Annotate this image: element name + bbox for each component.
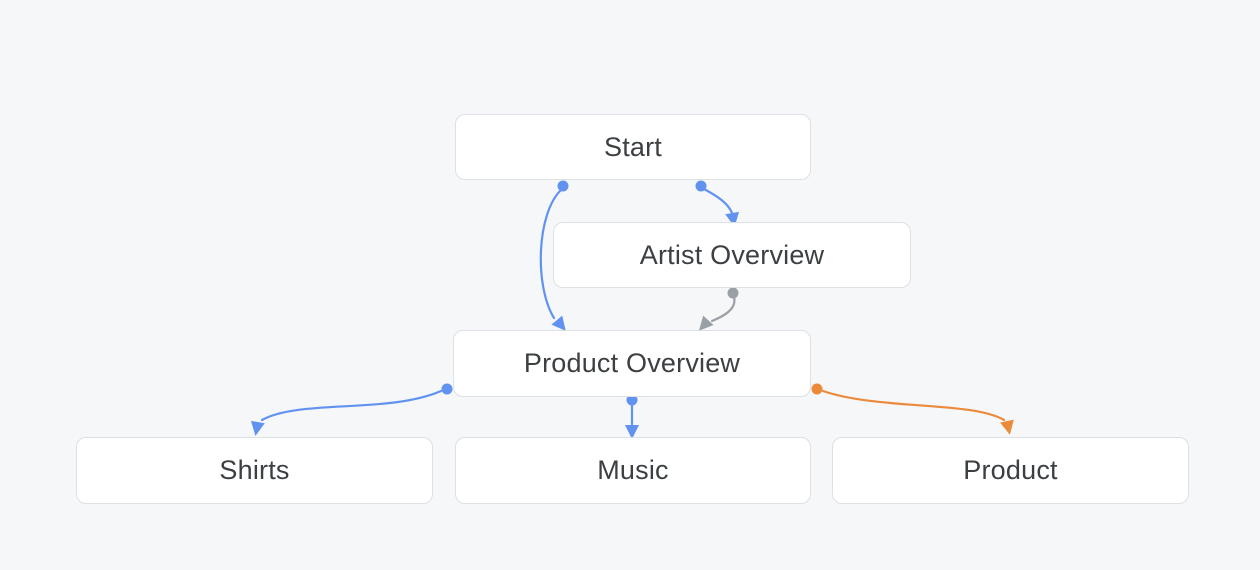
edge-source-handle[interactable] [727, 287, 739, 299]
edge-start-to-product-overview[interactable] [539, 180, 571, 336]
edge-source-handle[interactable] [557, 180, 569, 192]
edge-arrowhead-icon [625, 425, 639, 439]
edge-artist-overview-to-product-overview[interactable] [694, 287, 739, 336]
node-product-overview-label: Product Overview [523, 348, 741, 378]
node-artist-overview-label: Artist Overview [639, 239, 825, 270]
edge-arrowhead-icon [698, 315, 714, 331]
edge-arrowhead-icon [1000, 419, 1014, 435]
node-product-overview[interactable]: Product Overview [453, 330, 811, 397]
edge-source-handle[interactable] [695, 180, 707, 192]
node-shirts-label: Shirts [219, 455, 290, 485]
node-shirts[interactable]: Shirts [76, 437, 433, 504]
node-artist-overview[interactable]: Artist Overview [553, 222, 911, 288]
edge-arrowhead-icon [551, 315, 566, 331]
edge-start-to-artist-overview[interactable] [695, 180, 742, 229]
edge-source-handle[interactable] [441, 383, 453, 395]
node-product-label: Product [963, 455, 1058, 485]
node-start[interactable]: Start [455, 114, 811, 180]
edge-source-handle[interactable] [811, 383, 823, 395]
node-product[interactable]: Product [832, 437, 1189, 504]
edge-source-handle[interactable] [626, 394, 638, 406]
node-music-label: Music [597, 455, 669, 485]
node-music[interactable]: Music [455, 437, 811, 504]
edge-product-overview-to-product[interactable] [811, 383, 1017, 437]
node-start-label: Start [603, 131, 663, 162]
edge-product-overview-to-shirts[interactable] [249, 383, 453, 438]
edge-arrowhead-icon [250, 420, 265, 436]
edge-product-overview-to-music[interactable] [625, 394, 639, 440]
